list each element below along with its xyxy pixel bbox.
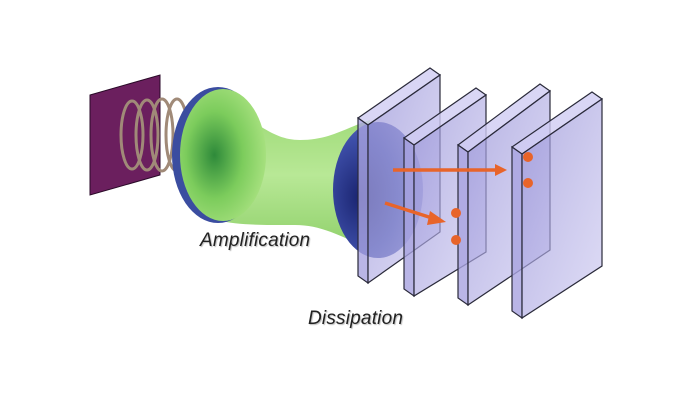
coil-icon xyxy=(119,97,190,173)
dot xyxy=(523,152,533,162)
plate-4 xyxy=(510,91,604,320)
arrows-group xyxy=(384,164,507,225)
arrow-1-head xyxy=(495,164,507,176)
arrow-2-head xyxy=(427,211,446,225)
dot xyxy=(523,178,533,188)
arrow-2 xyxy=(384,201,433,220)
dots-group xyxy=(451,152,533,245)
amplification-label: Amplification xyxy=(200,230,311,251)
dot xyxy=(451,208,461,218)
dissipation-label: Dissipation xyxy=(308,308,404,329)
plates-group xyxy=(356,67,604,320)
dot xyxy=(451,235,461,245)
